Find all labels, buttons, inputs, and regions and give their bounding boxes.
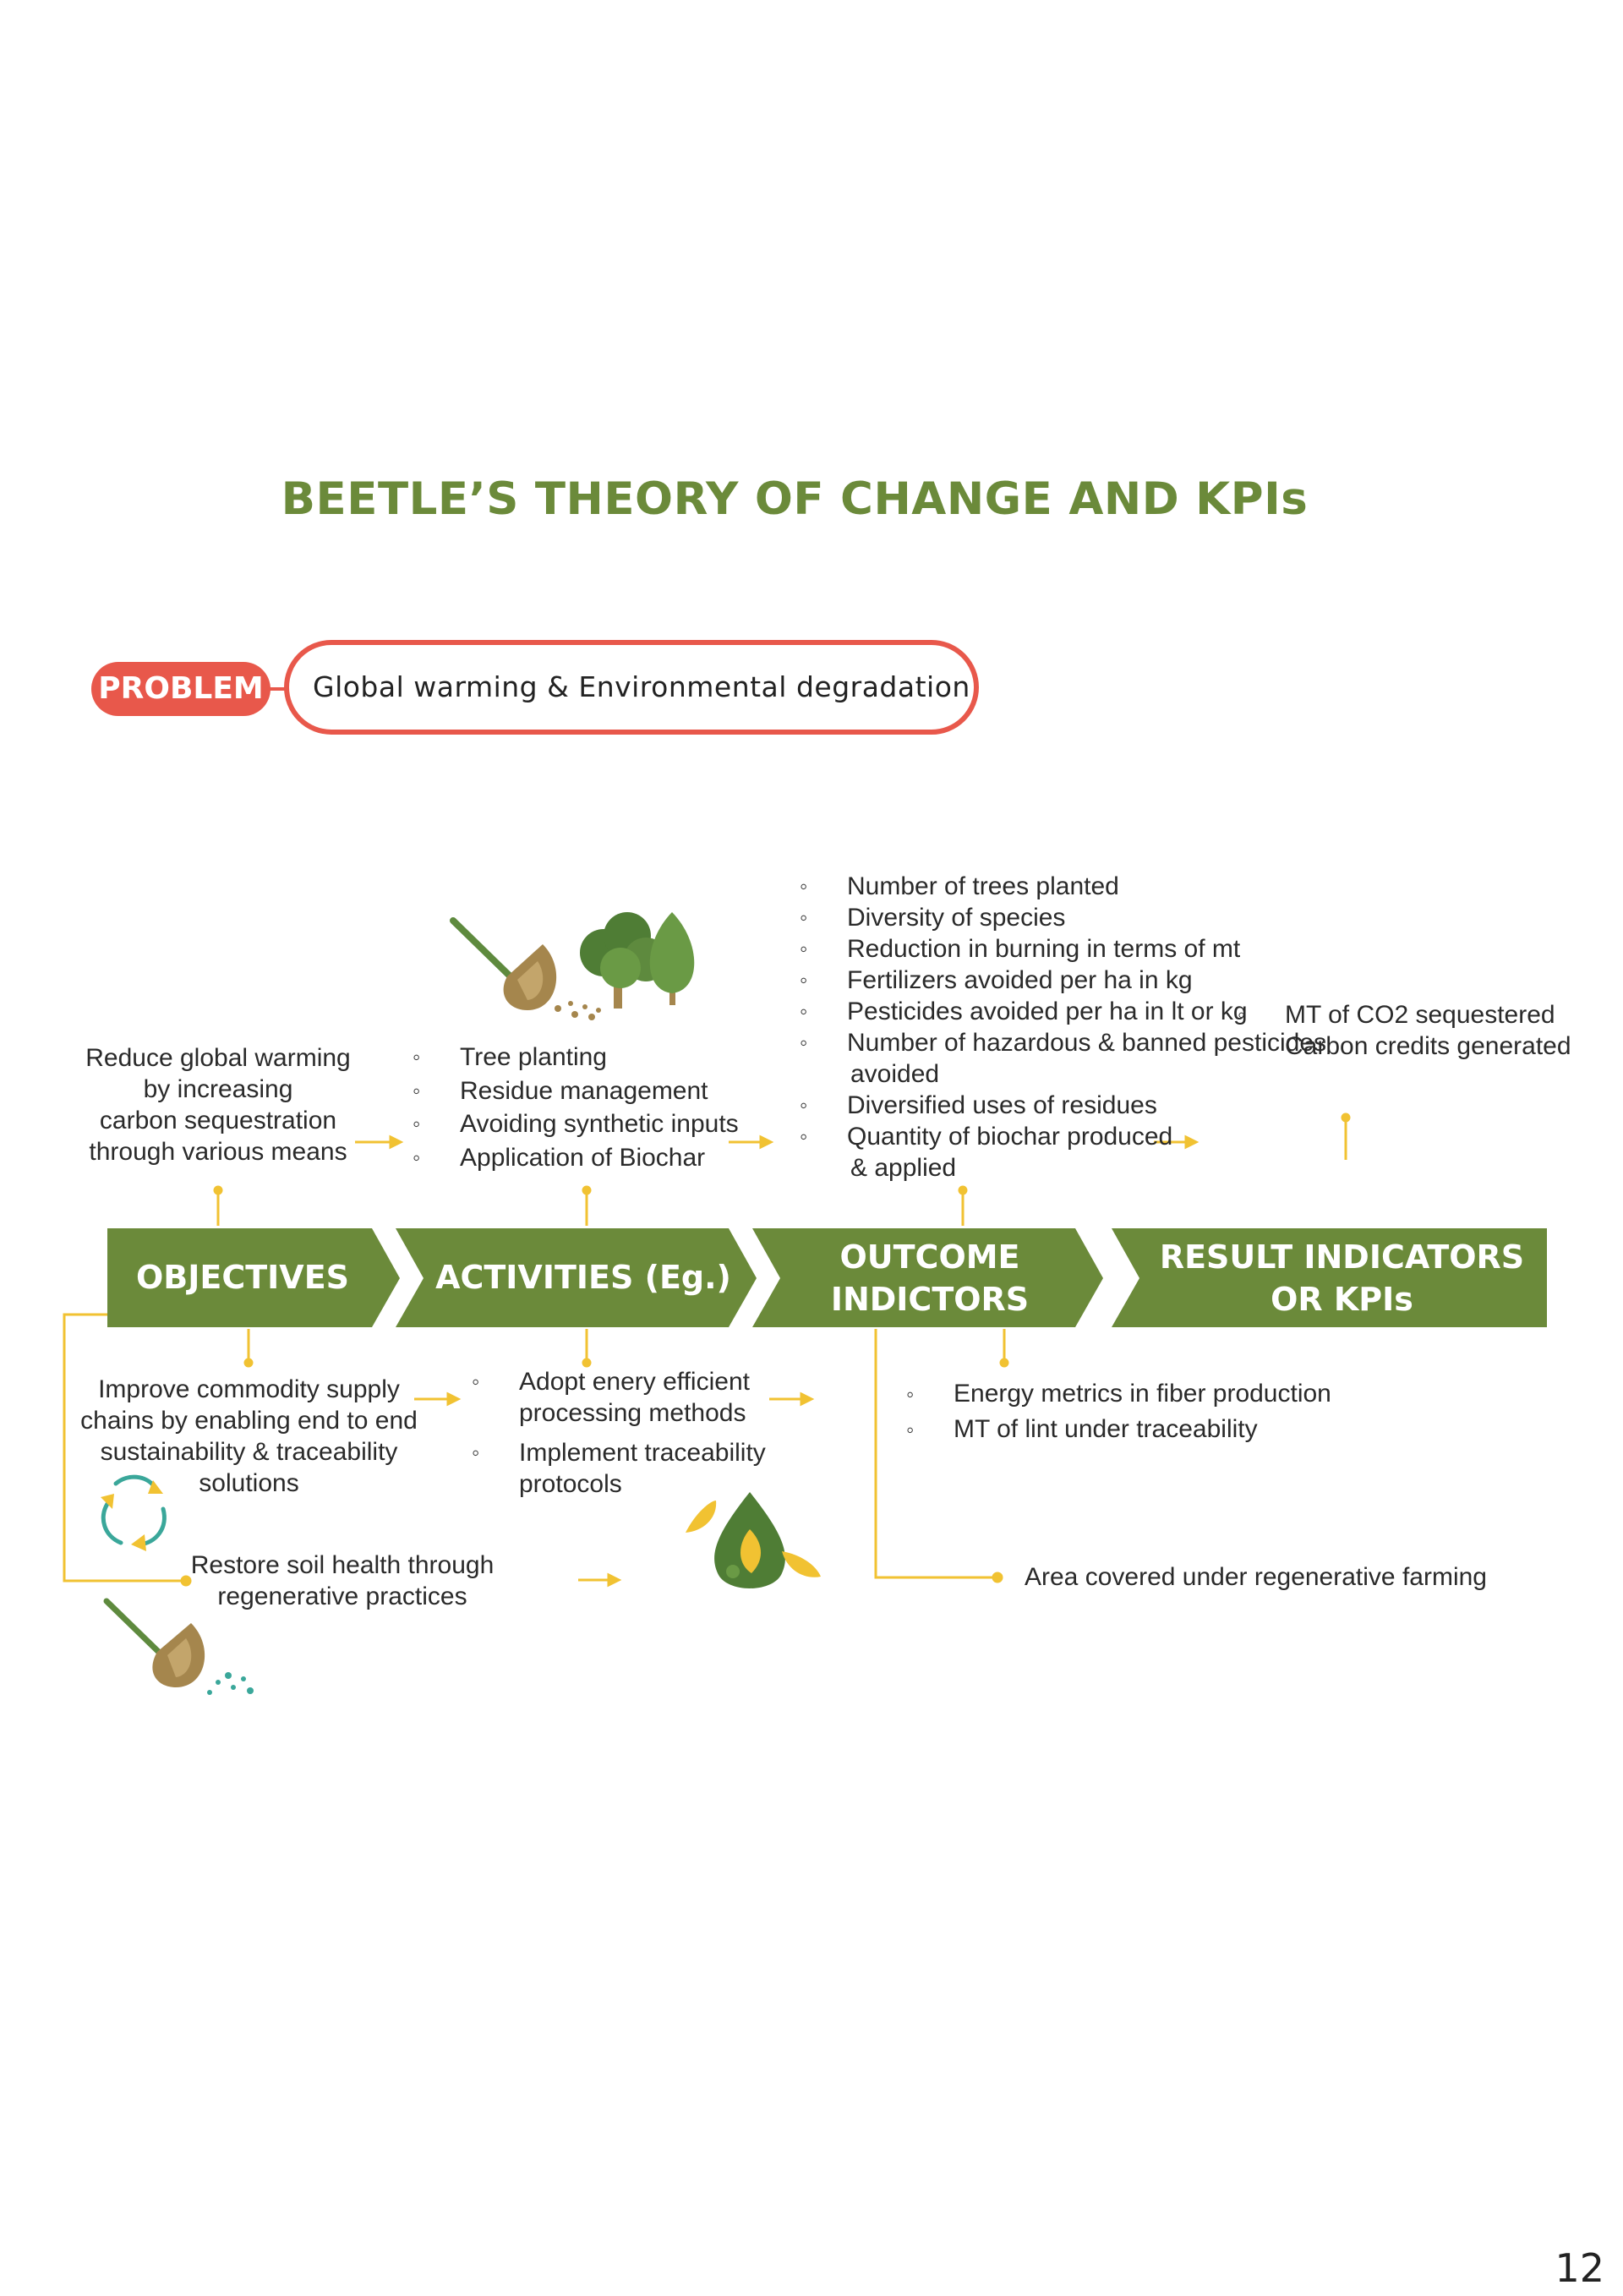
stage-shape-results	[1112, 1228, 1547, 1327]
objective-upper: Reduce global warming by increasing carb…	[85, 1044, 351, 1166]
list-item: Diversity of species	[800, 902, 1326, 933]
stage-band	[107, 1228, 1547, 1327]
list-item: MT of lint under traceability	[906, 1412, 1331, 1447]
list-item: Residue management	[413, 1074, 739, 1108]
list-item-continuation: & applied	[850, 1154, 957, 1182]
outcomes-upper-list: Number of trees planted Diversity of spe…	[800, 871, 1326, 1184]
stage-label-results: RESULT INDICATORS OR KPIs	[1159, 1238, 1525, 1318]
results-upper-list: MT of CO2 sequestered Carbon credits gen…	[1238, 999, 1571, 1062]
list-item: Fertilizers avoided per ha in kg	[800, 965, 1326, 996]
stage-label-activities: ACTIVITIES (Eg.)	[435, 1259, 731, 1296]
page-number: 12	[1555, 2245, 1604, 2291]
activities-upper-list: Tree planting Residue management Avoidin…	[413, 1041, 739, 1174]
trees-icon	[580, 912, 695, 1009]
list-item: Number of trees planted	[800, 871, 1326, 902]
list-item: MT of CO2 sequestered	[1238, 999, 1571, 1030]
shovel-icon	[450, 917, 601, 1020]
page-title: BEETLE’S THEORY OF CHANGE AND KPIs	[281, 473, 1309, 525]
stage-label-objectives: OBJECTIVES	[135, 1259, 350, 1296]
objective-lower-supply-chain: Improve commodity supply chains by enabl…	[80, 1375, 418, 1497]
list-item: Pesticides avoided per ha in lt or kg	[800, 996, 1326, 1027]
connectors	[63, 1112, 1351, 1587]
list-item: Quantity of biochar produced	[800, 1121, 1326, 1152]
list-item: Adopt enery efficient processing methods	[472, 1366, 766, 1429]
activities-lower-list: Adopt enery efficient processing methods…	[472, 1366, 766, 1500]
stage-shape-objectives	[107, 1228, 400, 1327]
list-item-continuation: avoided	[850, 1060, 940, 1088]
recycle-icon	[101, 1474, 167, 1551]
shovel-icon-lower	[103, 1598, 254, 1695]
outcome-lower-area: Area covered under regenerative farming	[1025, 1563, 1487, 1591]
list-item: Energy metrics in fiber production	[906, 1376, 1331, 1412]
list-item: Carbon credits generated	[1285, 1032, 1571, 1060]
problem-badge: PROBLEM	[91, 662, 270, 716]
list-item: Application of Biochar	[413, 1141, 739, 1175]
arrows	[355, 1134, 1199, 1588]
problem-statement: Global warming & Environmental degradati…	[284, 640, 979, 735]
stage-shape-outcomes	[752, 1228, 1103, 1327]
leaf-drop-icon	[686, 1492, 821, 1588]
stage-label-outcomes: OUTCOME INDICTORS	[830, 1238, 1030, 1318]
objective-lower-soil-health: Restore soil health through regenerative…	[190, 1551, 495, 1610]
list-item: Number of hazardous & banned pesticides	[800, 1027, 1326, 1058]
list-item: Tree planting	[413, 1041, 739, 1074]
list-item: Reduction in burning in terms of mt	[800, 933, 1326, 965]
stage-shape-activities	[396, 1228, 757, 1327]
list-item: Avoiding synthetic inputs	[413, 1107, 739, 1141]
list-item: Implement traceability protocols	[472, 1437, 766, 1500]
outcomes-lower-list: Energy metrics in fiber production MT of…	[906, 1376, 1331, 1447]
list-item: Diversified uses of residues	[800, 1090, 1326, 1121]
